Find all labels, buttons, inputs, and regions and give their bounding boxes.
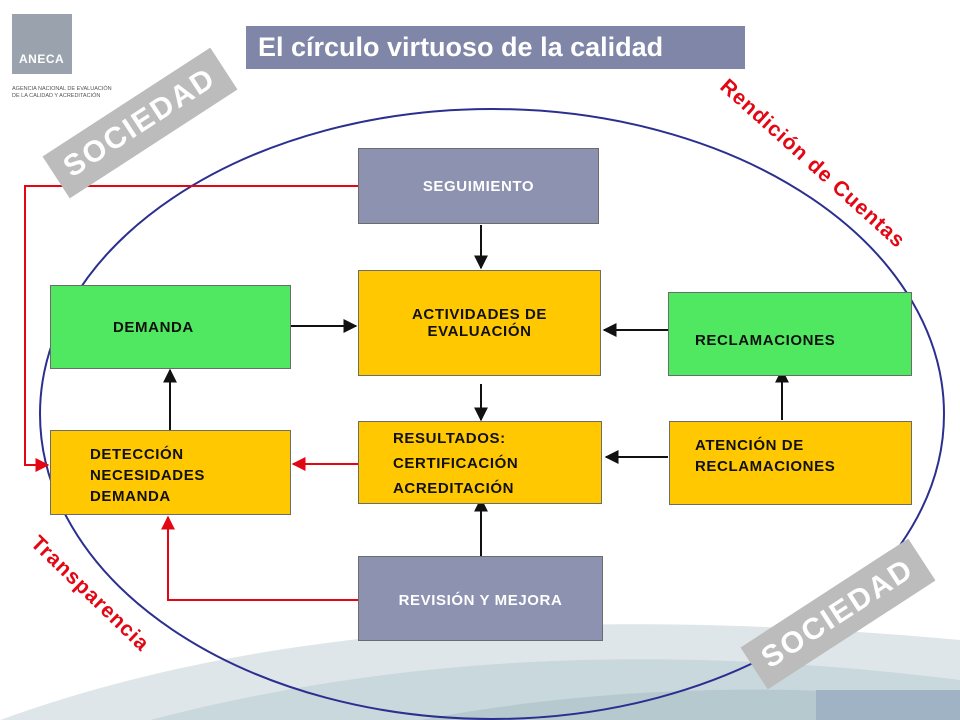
box-demanda: DEMANDA [50,285,291,369]
box-atencion-reclamaciones: ATENCIÓN DE RECLAMACIONES [669,421,912,505]
decor-corner-block [816,690,960,720]
arrow-seguimiento-to-deteccion [24,185,358,472]
box-actividades-evaluacion: ACTIVIDADES DE EVALUACIÓN [358,270,601,376]
arrow-revision-to-deteccion [161,515,358,601]
box-revision-mejora: REVISIÓN Y MEJORA [358,556,603,641]
quality-circle-ellipse [39,108,945,720]
box-deteccion-necesidades: DETECCIÓN NECESIDADES DEMANDA [50,430,291,515]
aneca-logo [12,14,72,74]
box-reclamaciones: RECLAMACIONES [668,292,912,376]
box-resultados: RESULTADOS: CERTIFICACIÓN ACREDITACIÓN [358,421,602,504]
box-seguimiento: SEGUIMIENTO [358,148,599,224]
aneca-logo-subtitle: AGENCIA NACIONAL DE EVALUACIÓN DE LA CAL… [12,86,112,99]
aneca-logo-text: ANECA [19,52,65,66]
page-title: El círculo virtuoso de la calidad [246,26,745,69]
